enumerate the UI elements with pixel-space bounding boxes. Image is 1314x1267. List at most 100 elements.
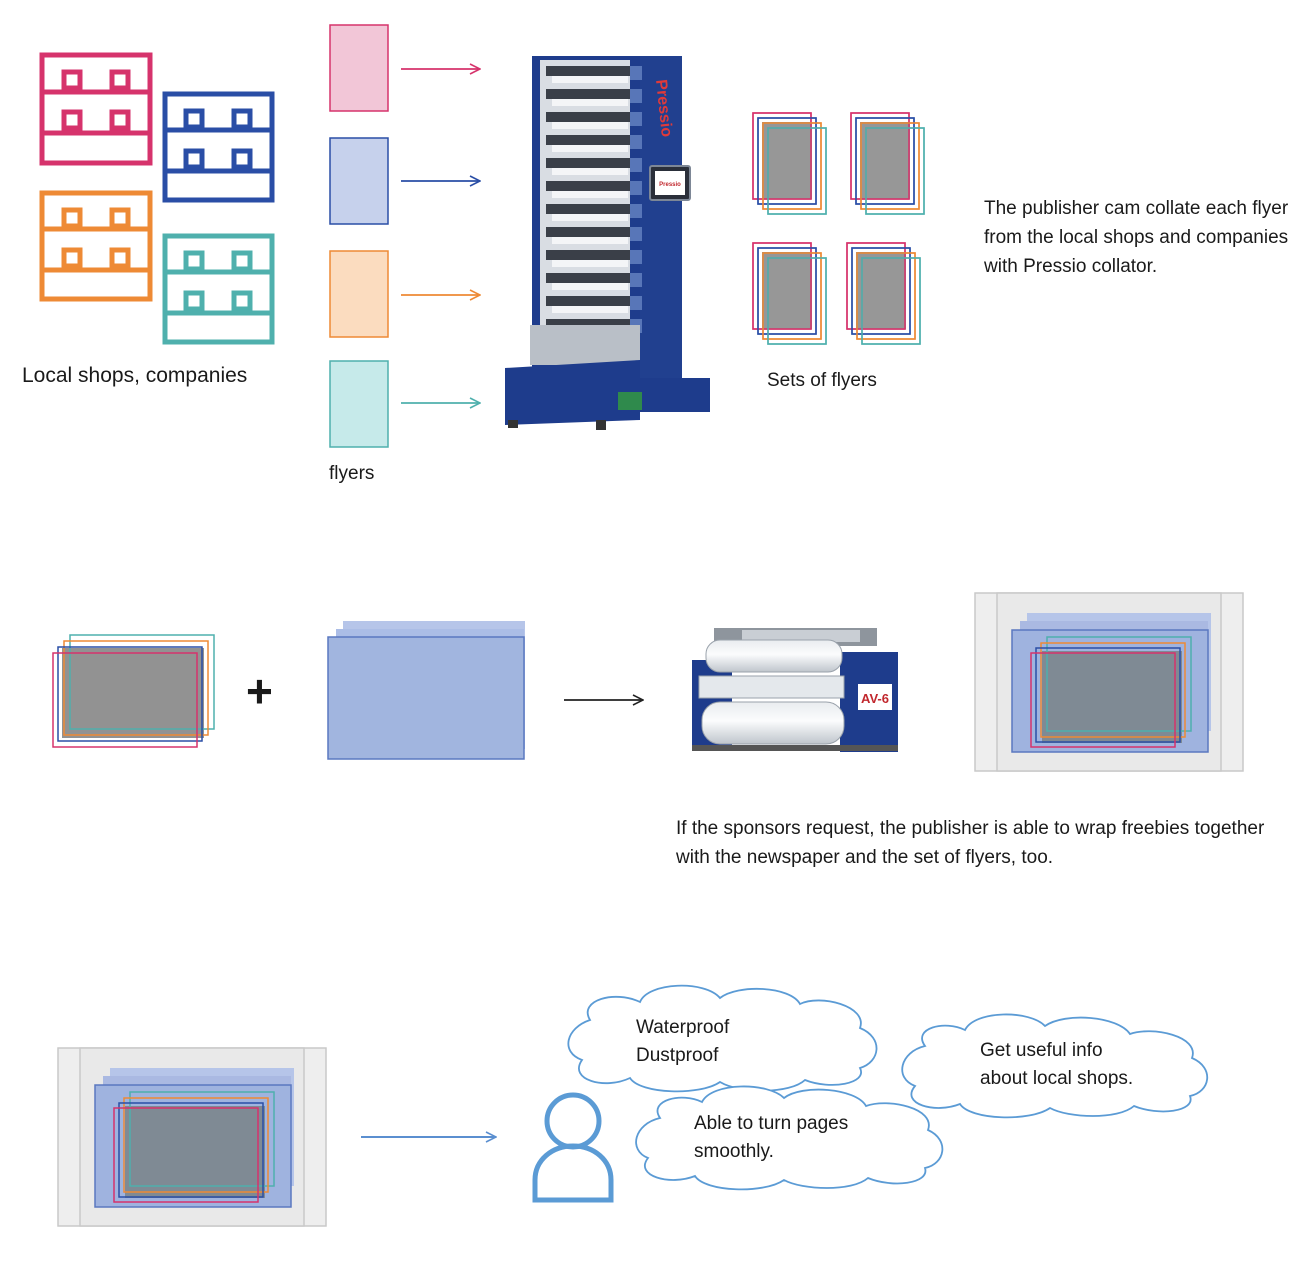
flyer-set-landscape <box>52 634 215 748</box>
flyer-sheet-outline <box>860 122 920 210</box>
flyer-sheet-outline <box>129 1091 275 1187</box>
collator-description: The publisher cam collate each flyer fro… <box>984 198 1289 277</box>
wrapper-badge: AV-6 <box>861 691 889 706</box>
flyer-set <box>752 242 827 345</box>
shop-icon-blue <box>162 91 275 203</box>
flyer-set <box>752 112 827 215</box>
collator-tray <box>546 250 630 260</box>
wrapped-newspaper <box>974 592 1244 772</box>
collator-tray-handle <box>630 158 642 172</box>
flyer-set-fill <box>762 122 812 199</box>
flyer-sheet-outline <box>855 117 915 205</box>
collator-tray-handle <box>630 250 642 264</box>
cloud-bubble-turn-pages <box>635 1085 944 1191</box>
collator-tray-paper <box>552 306 628 313</box>
flyer-set-fill <box>860 122 910 199</box>
collator-tray <box>546 227 630 237</box>
wrapping-machine-image: AV-6 <box>692 628 898 752</box>
collator-tray-handle <box>630 204 642 218</box>
pressio-collator-image: Pressio Pressio <box>505 56 710 430</box>
flyer-set-fill <box>62 648 204 738</box>
flyer-orange <box>329 250 389 338</box>
flyer-set-fill <box>856 252 906 329</box>
collator-tray-paper <box>552 260 628 267</box>
bubble-waterproof-text: Waterproof Dustproof <box>636 1014 729 1070</box>
flyer-sheet-outline <box>851 247 911 335</box>
collator-tray-paper <box>552 76 628 83</box>
collator-tray <box>546 273 630 283</box>
machine-brand: Pressio <box>652 79 675 138</box>
flyer-set <box>850 112 925 215</box>
bubble-turn-pages-line-1: Able to turn pages <box>694 1113 849 1134</box>
sets-of-flyers-label: Sets of flyers <box>767 370 877 391</box>
flyer-blue <box>329 137 389 225</box>
flyer-sheet-outline <box>123 1097 269 1193</box>
bubble-waterproof-line-1: Waterproof <box>636 1017 730 1038</box>
flyer-sheet-outline <box>850 112 910 200</box>
wrapping-description: If the sponsors request, the publisher i… <box>676 818 1265 868</box>
bubble-useful-info-text: Get useful info about local shops. <box>980 1037 1133 1093</box>
bubble-useful-info-line-2: about local shops. <box>980 1068 1134 1089</box>
flyer-teal <box>329 360 389 448</box>
collator-tray-handle <box>630 181 642 195</box>
flyer-sheet-outline <box>752 112 812 200</box>
flyer-set-fill <box>1042 651 1182 743</box>
flyer-sheet-outline <box>762 252 822 340</box>
flyer-sheet-outline <box>865 127 925 215</box>
bubble-turn-pages-text: Able to turn pages smoothly. <box>694 1110 848 1166</box>
flyer-sheet-outline <box>757 117 817 205</box>
flyer-sheet-outline <box>118 1102 264 1198</box>
reader-person-icon <box>532 1092 614 1203</box>
shop-icon-orange <box>39 190 153 302</box>
collator-tray-handle <box>630 112 642 126</box>
flyer-sheet-outline <box>767 127 827 215</box>
collator-tray-handle <box>630 227 642 241</box>
collator-tray-handle <box>630 135 642 149</box>
collator-tray-paper <box>552 283 628 290</box>
shops-label: Local shops, companies <box>22 364 248 387</box>
flyer-sheet-outline <box>1030 652 1176 748</box>
flyer-sheet-outline <box>1035 647 1181 743</box>
flyer-sheet-outline <box>856 252 916 340</box>
flyer-sheet-outline <box>757 247 817 335</box>
flyer-sheet-outline <box>63 640 209 736</box>
plus-sign: + <box>246 665 273 717</box>
collator-tray <box>546 89 630 99</box>
collator-tray-handle <box>630 89 642 103</box>
flyer-sheet-outline <box>752 242 812 330</box>
flyer-sheet-outline <box>767 257 827 345</box>
flyer-sheet-outline <box>846 242 906 330</box>
wrapped-newspaper-delivered <box>57 1047 327 1227</box>
flyer-set <box>846 242 921 345</box>
flyer-magenta <box>329 24 389 112</box>
flyer-set-fill <box>762 252 812 329</box>
collator-tray <box>546 135 630 145</box>
collator-tray-handle <box>630 66 642 80</box>
flyer-sheet-outline <box>1046 636 1192 732</box>
collator-tray-paper <box>552 145 628 152</box>
collator-tray <box>546 181 630 191</box>
collator-tray <box>546 204 630 214</box>
collator-tray-paper <box>552 237 628 244</box>
collator-tray-paper <box>552 99 628 106</box>
collator-tray-paper <box>552 214 628 221</box>
flyers-label: flyers <box>329 463 375 484</box>
collator-tray-paper <box>552 168 628 175</box>
shop-icon-teal <box>162 233 275 345</box>
flyer-sheet-outline <box>1040 642 1186 738</box>
collator-tray <box>546 66 630 76</box>
flyer-sheet-outline <box>69 634 215 730</box>
collator-tray-handle <box>630 273 642 287</box>
collator-tray-paper <box>552 122 628 129</box>
flyer-sets <box>752 112 925 345</box>
svg-text:Pressio: Pressio <box>659 182 681 188</box>
bubble-waterproof-line-2: Dustproof <box>636 1045 719 1066</box>
collator-tray-handle <box>630 296 642 310</box>
collator-trays <box>546 66 642 336</box>
newspaper <box>327 621 525 760</box>
bubble-turn-pages-line-2: smoothly. <box>694 1141 774 1162</box>
flyer-sheet-outline <box>113 1107 259 1203</box>
flyer-sheet-outline <box>762 122 822 210</box>
collator-tray-paper <box>552 191 628 198</box>
